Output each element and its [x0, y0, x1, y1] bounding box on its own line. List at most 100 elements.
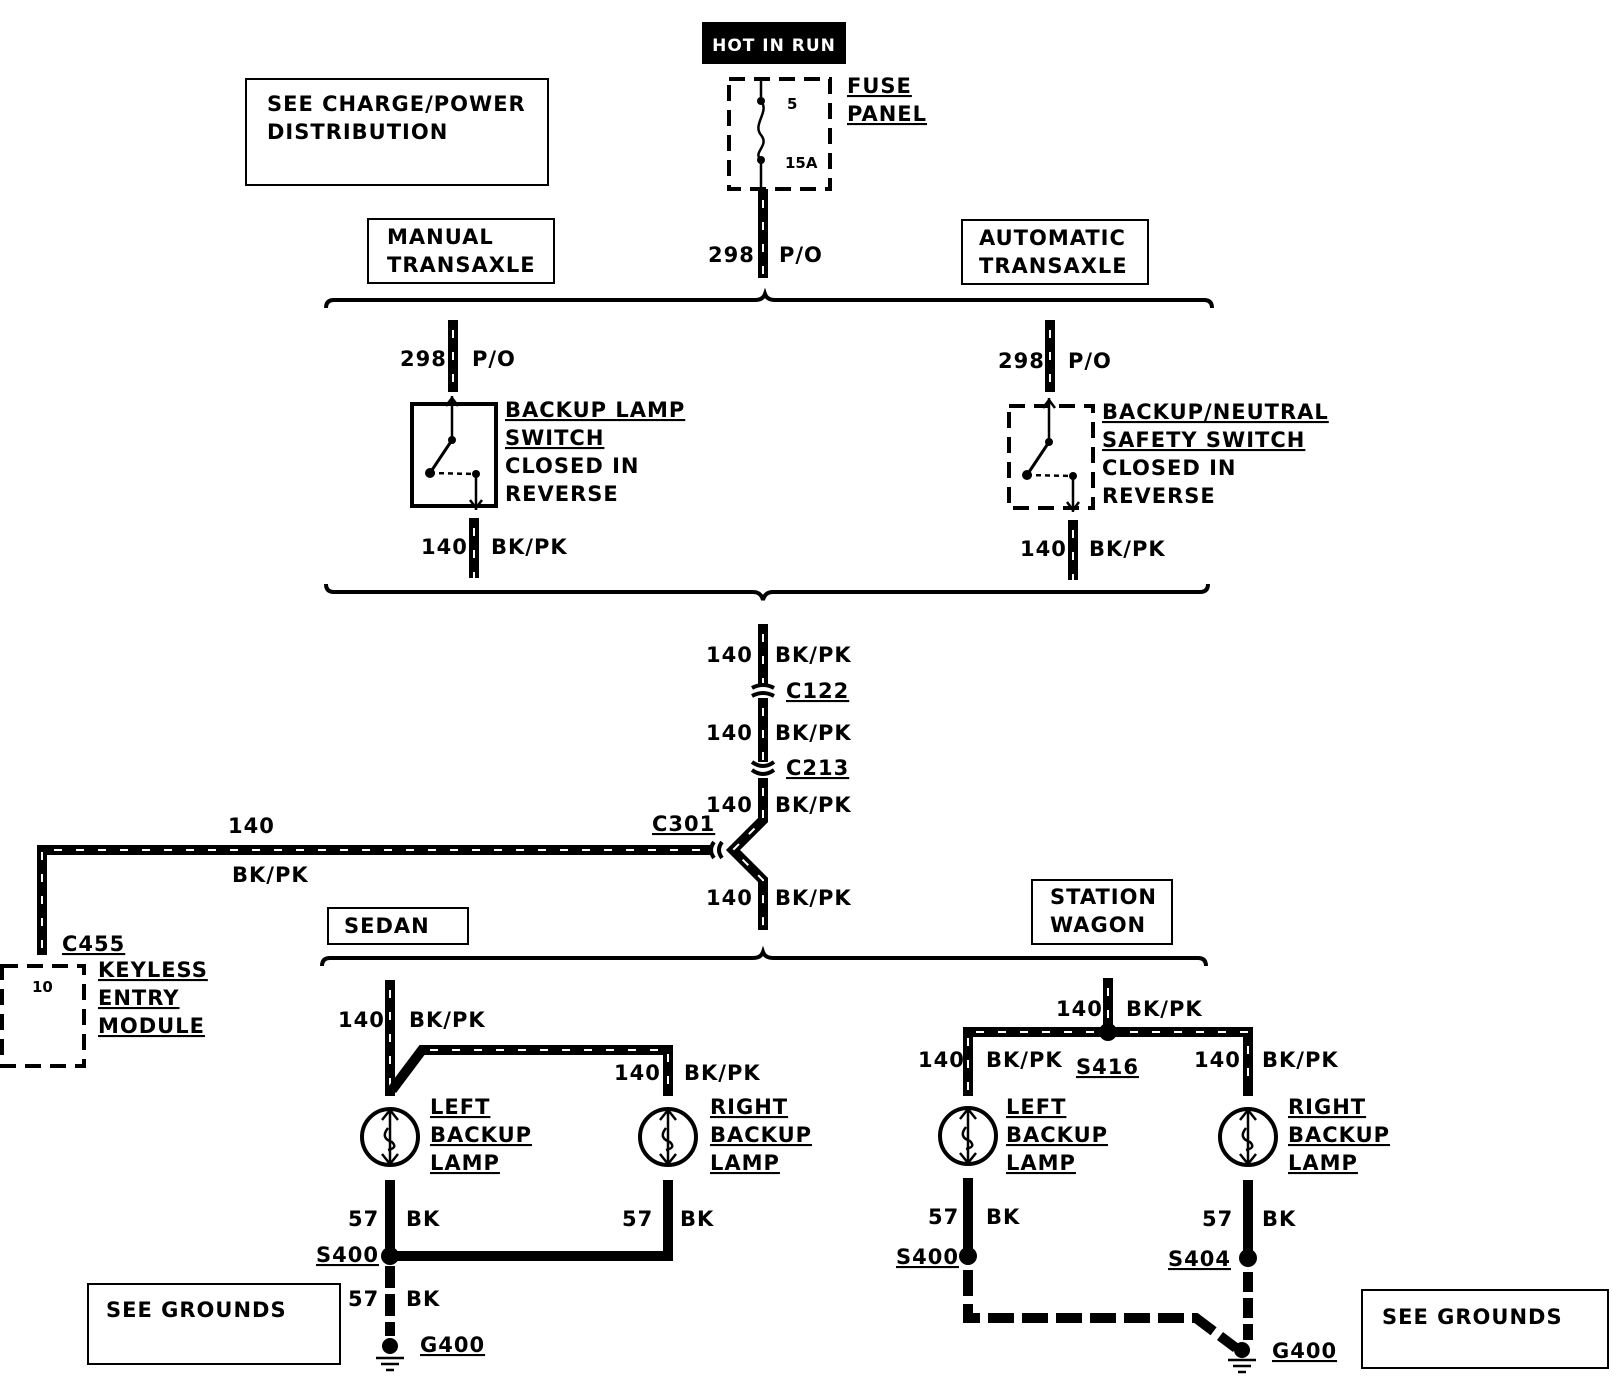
backup-neutral-safety-switch [1007, 397, 1095, 513]
connector-c213 [750, 760, 776, 776]
svg-text:LAMP: LAMP [1006, 1151, 1076, 1175]
svg-text:10: 10 [32, 978, 53, 996]
svg-text:57: 57 [622, 1207, 653, 1231]
svg-text:TRANSAXLE: TRANSAXLE [979, 254, 1128, 278]
svg-text:BK/PK: BK/PK [1089, 537, 1166, 561]
ground-g400-wagon-icon [1228, 1342, 1256, 1374]
wagon-right-backup-lamp-icon [1218, 1107, 1278, 1167]
svg-text:298: 298 [998, 349, 1045, 373]
wire-298-code: 298 [708, 243, 755, 267]
svg-text:REVERSE: REVERSE [505, 482, 619, 506]
see-grounds-left-box: SEE GROUNDS [87, 1283, 341, 1365]
see-grounds-right-box: SEE GROUNDS [1361, 1289, 1609, 1369]
svg-text:P/O: P/O [1068, 349, 1112, 373]
keyless-entry-module: 10 [0, 964, 86, 1068]
ground-g400-sedan-icon [376, 1338, 404, 1372]
wire-140-keyless [37, 845, 712, 955]
svg-text:S400: S400 [316, 1243, 379, 1267]
svg-text:57: 57 [348, 1287, 379, 1311]
svg-text:BK/PK: BK/PK [1262, 1048, 1339, 1072]
svg-text:BK/PK: BK/PK [775, 643, 852, 667]
transaxle-bracket-bottom [324, 583, 1210, 601]
svg-text:140: 140 [706, 721, 753, 745]
svg-text:SAFETY SWITCH: SAFETY SWITCH [1102, 428, 1305, 452]
svg-text:BK: BK [680, 1207, 714, 1231]
svg-text:SEE GROUNDS: SEE GROUNDS [106, 1298, 287, 1322]
fuse-panel: 5 15A [727, 77, 832, 191]
svg-text:140: 140 [421, 535, 468, 559]
splice-s400-sedan [381, 1247, 399, 1265]
svg-text:BK/PK: BK/PK [775, 793, 852, 817]
svg-text:MANUAL: MANUAL [387, 225, 494, 249]
svg-text:LEFT: LEFT [430, 1095, 490, 1119]
svg-text:BK/PK: BK/PK [232, 863, 309, 887]
sedan-left-backup-lamp-icon [360, 1107, 420, 1167]
svg-text:RIGHT: RIGHT [710, 1095, 788, 1119]
svg-text:BK/PK: BK/PK [684, 1061, 761, 1085]
svg-text:BACKUP LAMP: BACKUP LAMP [505, 398, 685, 422]
svg-text:140: 140 [228, 814, 275, 838]
hot-in-run-label: HOT IN RUN [712, 36, 836, 56]
svg-text:BK/PK: BK/PK [775, 886, 852, 910]
manual-transaxle-box: MANUAL TRANSAXLE [367, 218, 555, 284]
see-charge-power-box: SEE CHARGE/POWER DISTRIBUTION [245, 78, 549, 186]
svg-text:S400: S400 [896, 1245, 959, 1269]
svg-text:SEE CHARGE/POWER: SEE CHARGE/POWER [267, 92, 526, 116]
svg-text:LAMP: LAMP [430, 1151, 500, 1175]
svg-text:140: 140 [1056, 997, 1103, 1021]
connector-c301 [709, 840, 724, 860]
svg-text:P/O: P/O [472, 347, 516, 371]
svg-text:BACKUP: BACKUP [430, 1123, 532, 1147]
svg-text:C455: C455 [62, 932, 125, 956]
svg-text:140: 140 [706, 643, 753, 667]
fuse-element-icon [757, 100, 765, 161]
splice-s404 [1239, 1249, 1257, 1267]
sedan-right-backup-lamp-icon [638, 1107, 698, 1167]
svg-text:C122: C122 [786, 679, 849, 703]
fuse-panel-label-2: PANEL [847, 102, 927, 126]
fuse-number: 5 [787, 95, 797, 113]
svg-text:REVERSE: REVERSE [1102, 484, 1216, 508]
svg-text:BACKUP: BACKUP [1006, 1123, 1108, 1147]
wire-298-color: P/O [779, 243, 823, 267]
body-style-bracket [320, 945, 1208, 967]
svg-text:140: 140 [614, 1061, 661, 1085]
svg-text:BACKUP/NEUTRAL: BACKUP/NEUTRAL [1102, 400, 1329, 424]
connector-c122 [751, 683, 775, 698]
station-wagon-box: STATION WAGON [1031, 879, 1173, 945]
svg-text:140: 140 [706, 886, 753, 910]
svg-text:KEYLESS: KEYLESS [98, 958, 208, 982]
svg-text:CLOSED IN: CLOSED IN [1102, 456, 1237, 480]
svg-text:G400: G400 [420, 1333, 485, 1357]
svg-text:57: 57 [1202, 1207, 1233, 1231]
svg-text:S404: S404 [1168, 1247, 1231, 1271]
automatic-transaxle-box: AUTOMATIC TRANSAXLE [961, 219, 1149, 285]
backup-lamp-switch [410, 395, 498, 511]
svg-text:BACKUP: BACKUP [710, 1123, 812, 1147]
svg-text:MODULE: MODULE [98, 1014, 205, 1038]
svg-text:LEFT: LEFT [1006, 1095, 1066, 1119]
svg-text:BK: BK [986, 1205, 1020, 1229]
svg-text:57: 57 [348, 1207, 379, 1231]
svg-text:BK: BK [1262, 1207, 1296, 1231]
svg-text:BK/PK: BK/PK [1126, 997, 1203, 1021]
svg-text:BK/PK: BK/PK [409, 1008, 486, 1032]
svg-text:AUTOMATIC: AUTOMATIC [979, 226, 1126, 250]
hot-in-run-banner: HOT IN RUN [702, 22, 846, 64]
svg-text:DISTRIBUTION: DISTRIBUTION [267, 120, 448, 144]
svg-text:BK/PK: BK/PK [986, 1048, 1063, 1072]
svg-text:140: 140 [706, 793, 753, 817]
svg-text:140: 140 [1020, 537, 1067, 561]
svg-text:140: 140 [1194, 1048, 1241, 1072]
svg-text:LAMP: LAMP [1288, 1151, 1358, 1175]
svg-text:S416: S416 [1076, 1055, 1139, 1079]
fuse-rating: 15A [785, 154, 818, 172]
svg-text:BK: BK [406, 1287, 440, 1311]
svg-text:C213: C213 [786, 756, 849, 780]
svg-text:BK/PK: BK/PK [775, 721, 852, 745]
sedan-box: SEDAN [327, 907, 469, 945]
svg-text:CLOSED IN: CLOSED IN [505, 454, 640, 478]
svg-text:SWITCH: SWITCH [505, 426, 604, 450]
splice-s416 [1099, 1023, 1117, 1041]
